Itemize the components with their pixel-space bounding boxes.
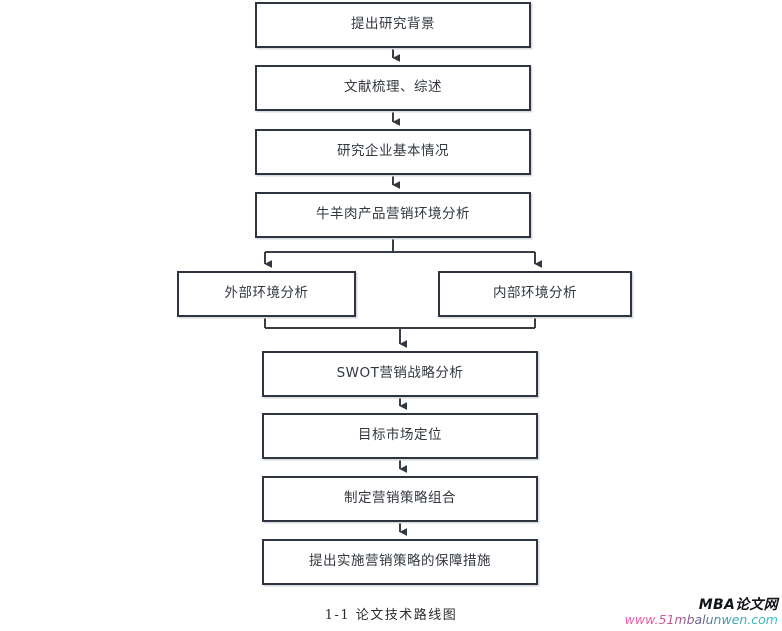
flow-node-label: 提出研究背景 xyxy=(351,16,435,33)
flow-node-swot-strategy-analysis[interactable]: SWOT营销战略分析 xyxy=(262,351,538,397)
flow-node-label: 提出实施营销策略的保障措施 xyxy=(309,553,491,570)
flow-node-target-market-positioning[interactable]: 目标市场定位 xyxy=(262,413,538,459)
flow-node-label: 研究企业基本情况 xyxy=(337,143,449,160)
watermark: MBA论文网 www.51mbalunwen.com xyxy=(625,597,778,627)
flow-node-marketing-environment-analysis[interactable]: 牛羊肉产品营销环境分析 xyxy=(255,192,531,238)
flow-node-enterprise-overview[interactable]: 研究企业基本情况 xyxy=(255,129,531,175)
watermark-brand: MBA论文网 xyxy=(698,597,778,613)
flow-node-label: SWOT营销战略分析 xyxy=(336,365,464,382)
flow-node-label: 内部环境分析 xyxy=(493,285,577,302)
flow-node-label: 外部环境分析 xyxy=(224,285,309,302)
flow-node-research-background[interactable]: 提出研究背景 xyxy=(255,2,531,48)
flow-node-marketing-mix[interactable]: 制定营销策略组合 xyxy=(262,476,538,522)
flow-node-label: 制定营销策略组合 xyxy=(344,490,456,507)
flow-node-literature-review[interactable]: 文献梳理、综述 xyxy=(255,65,531,111)
flow-node-external-environment-analysis[interactable]: 外部环境分析 xyxy=(177,271,356,317)
figure-caption: 1-1 论文技术路线图 xyxy=(324,608,458,623)
flow-node-internal-environment-analysis[interactable]: 内部环境分析 xyxy=(438,271,632,317)
flow-node-label: 目标市场定位 xyxy=(358,427,442,444)
flow-node-label: 文献梳理、综述 xyxy=(344,79,442,96)
flow-node-label: 牛羊肉产品营销环境分析 xyxy=(316,206,470,223)
flow-node-safeguard-measures[interactable]: 提出实施营销策略的保障措施 xyxy=(262,539,538,585)
watermark-url: www.51mbalunwen.com xyxy=(624,612,778,628)
